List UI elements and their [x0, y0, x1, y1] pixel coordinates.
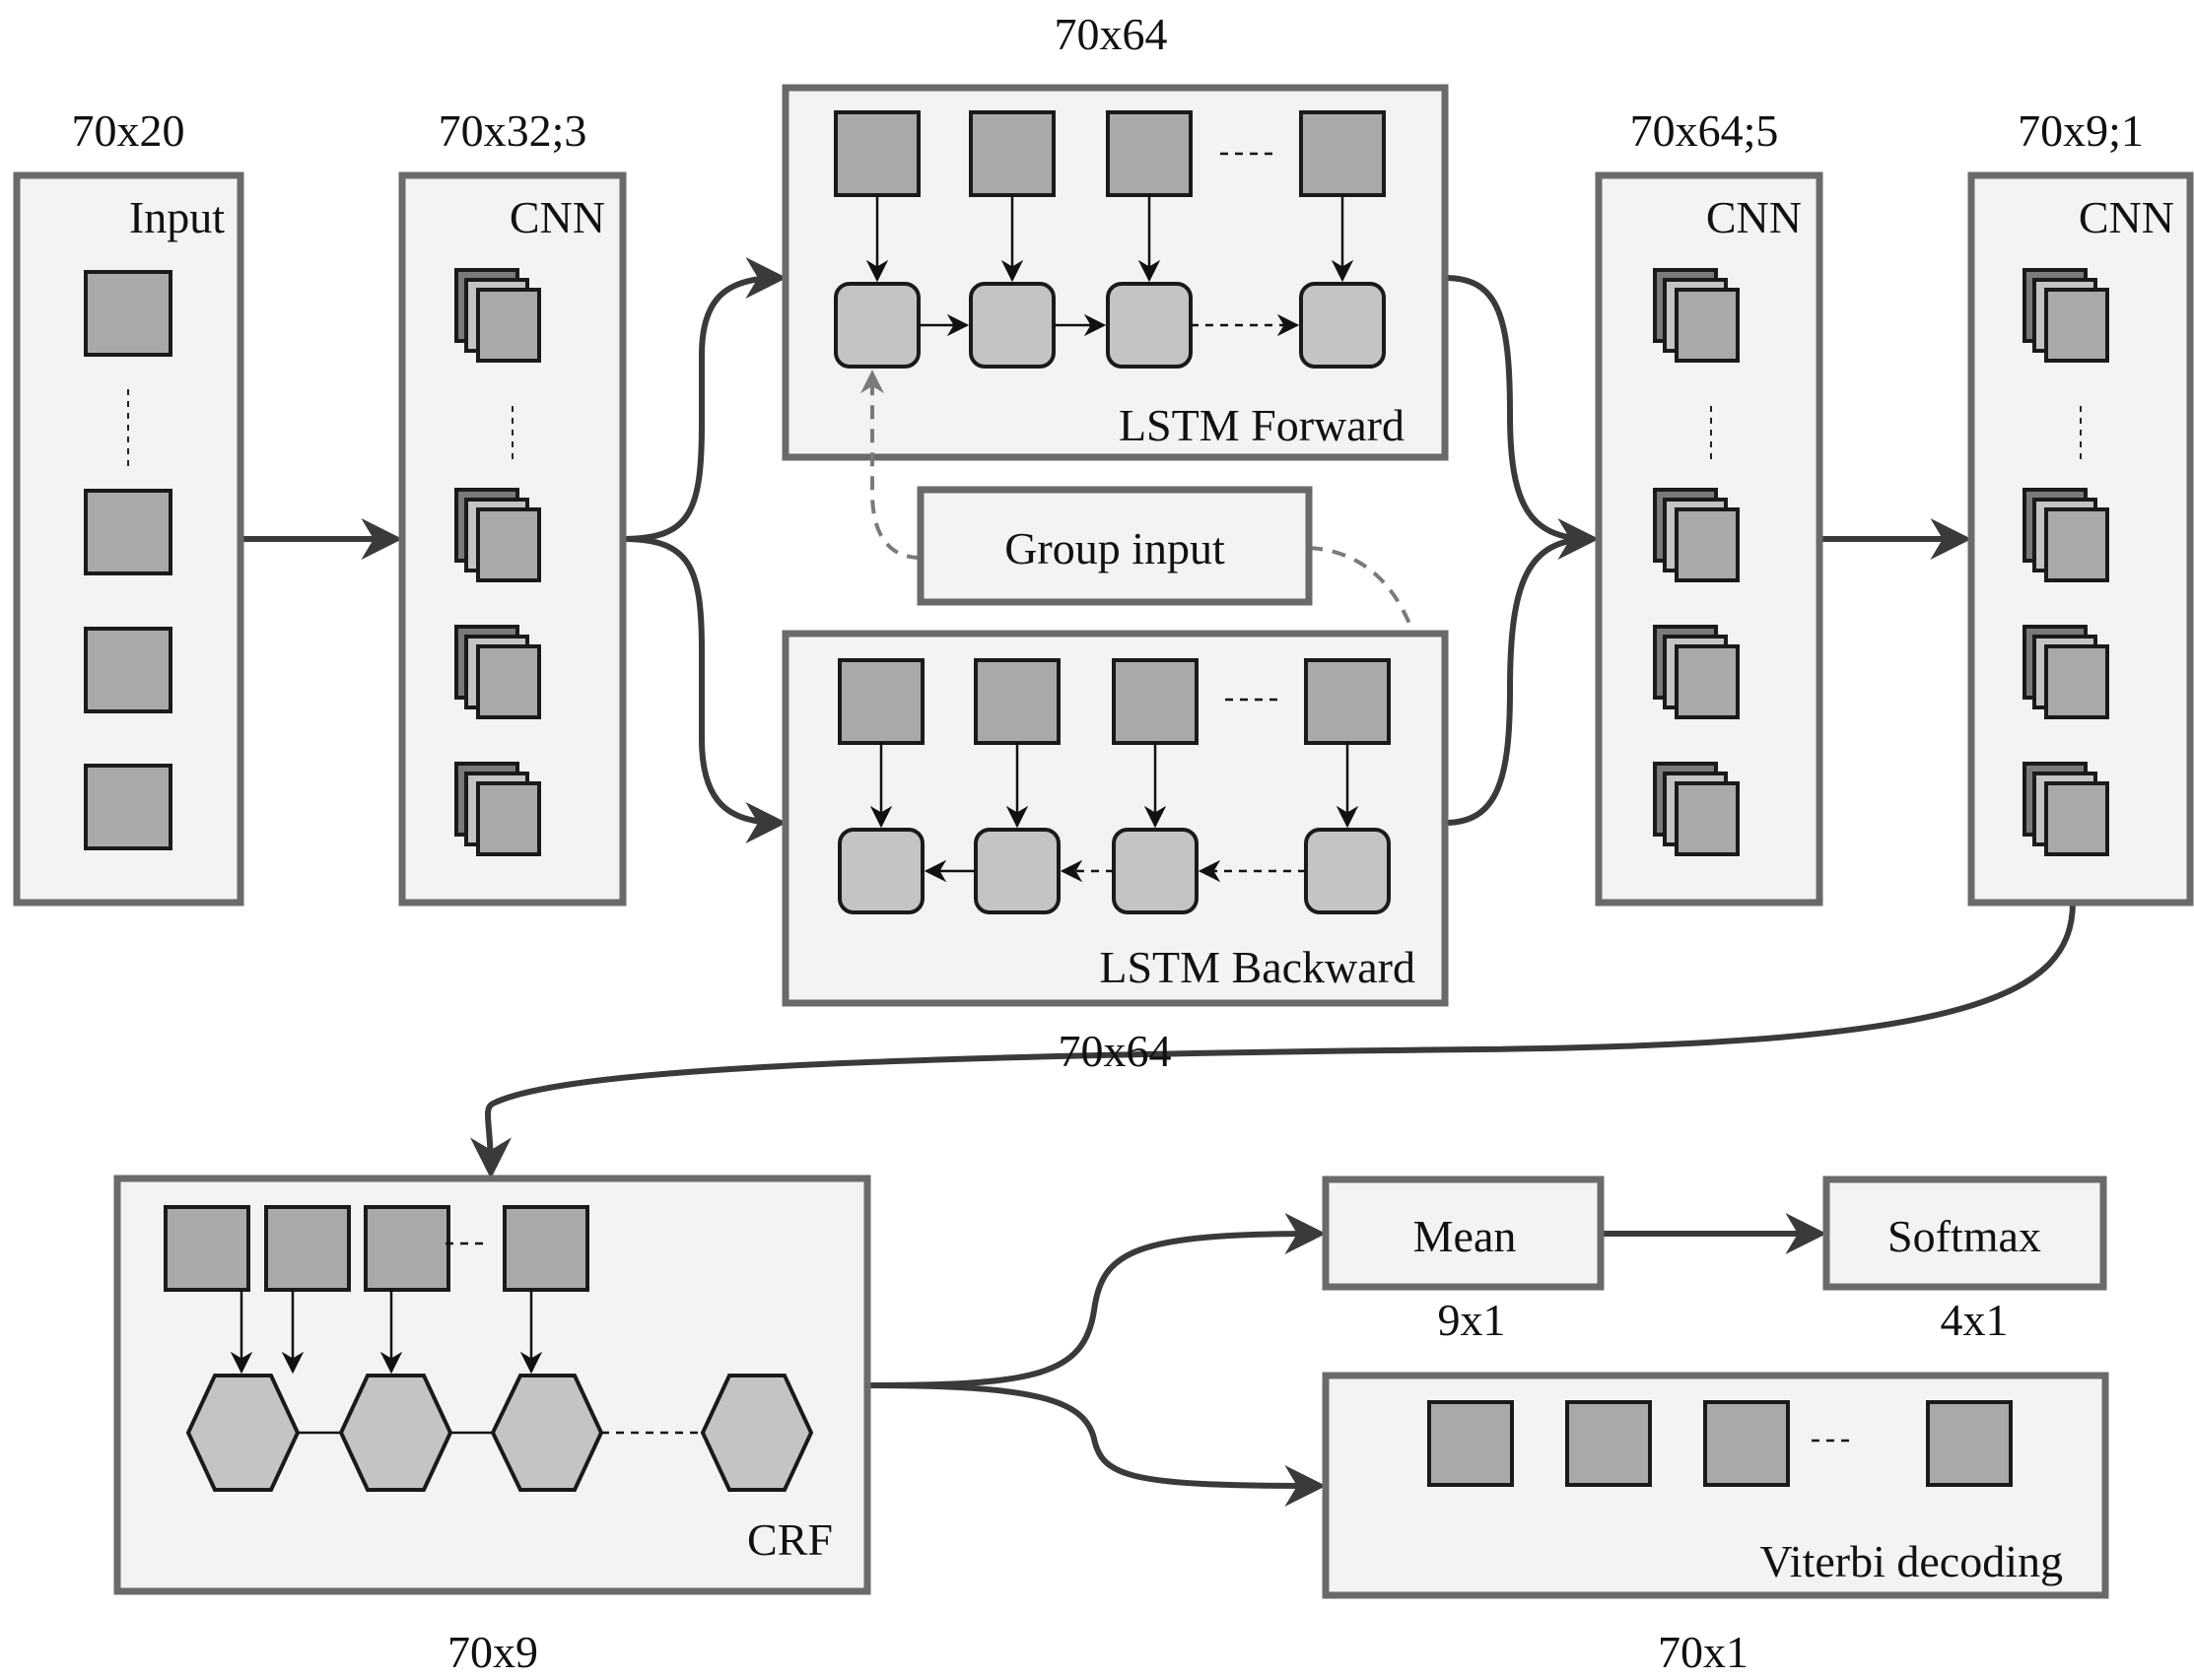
- feature-map-stack: [454, 268, 541, 363]
- lstm-input-cell: [838, 658, 925, 745]
- crf-block: CRF 70x9: [113, 1175, 871, 1677]
- cnn2-shape-label: 70x64;5: [1630, 105, 1779, 156]
- mean-block: Mean 9x1: [1322, 1176, 1605, 1345]
- arrow-cnn3-to-crf: [469, 902, 2076, 1179]
- crf-input-cell: [164, 1205, 250, 1292]
- lstm-backward-shape-label: 70x64: [1059, 1026, 1172, 1076]
- feature-map-stack: [1653, 268, 1740, 363]
- mean-title: Mean: [1413, 1211, 1517, 1261]
- lstm-cell: [969, 282, 1056, 369]
- softmax-box: [1822, 1176, 2107, 1291]
- input-title: Input: [129, 192, 225, 242]
- crf-input-cell: [364, 1205, 450, 1292]
- lstm-cell: [1304, 828, 1391, 914]
- softmax-title: Softmax: [1887, 1211, 2041, 1261]
- feature-map-stack: [454, 762, 541, 856]
- cnn2-title: CNN: [1706, 192, 1802, 242]
- group-input-title: Group input: [1004, 523, 1225, 573]
- lstm-cell: [974, 828, 1061, 914]
- viterbi-block: Viterbi decoding 70x1: [1322, 1372, 2109, 1677]
- arrow-crf-to-mean: [866, 1213, 1327, 1388]
- lstm-forward-block: 70x64 LSTM Forward: [782, 9, 1449, 461]
- output-cell: [1565, 1400, 1652, 1487]
- softmax-block: Softmax 4x1: [1822, 1176, 2107, 1345]
- crf-node: [490, 1374, 604, 1492]
- crf-input-cell: [264, 1205, 351, 1292]
- cnn3-title: CNN: [2079, 192, 2174, 242]
- cnn1-title: CNN: [510, 192, 605, 242]
- feature-map-stack: [1653, 625, 1740, 719]
- crf-node: [700, 1374, 814, 1492]
- input-cell: [84, 627, 172, 713]
- group-input-box: [917, 486, 1313, 606]
- feature-map-stack: [454, 488, 541, 582]
- feature-map-stack: [454, 625, 541, 719]
- arrow-cnn1-to-lstm-backward: [622, 536, 788, 843]
- mean-shape-label: 9x1: [1438, 1295, 1506, 1345]
- crf-title: CRF: [747, 1514, 833, 1565]
- output-cell: [1427, 1400, 1514, 1487]
- input-block: 70x20 Input: [13, 105, 244, 907]
- feature-map-stack: [1653, 488, 1740, 582]
- feature-map-stack: [2023, 268, 2109, 363]
- softmax-shape-label: 4x1: [1941, 1295, 2009, 1345]
- lstm-cell: [1106, 282, 1193, 369]
- feature-map-stack: [2023, 488, 2109, 582]
- crf-node: [185, 1374, 301, 1492]
- crf-node: [338, 1374, 453, 1492]
- lstm-backward-block: LSTM Backward 70x64: [782, 630, 1449, 1076]
- input-cell: [84, 270, 172, 357]
- lstm-cell: [834, 282, 921, 369]
- group-input-block: Group input: [860, 370, 1434, 881]
- cnn3-block: 70x9;1 CNN: [1967, 105, 2194, 907]
- crf-input-cell: [503, 1205, 589, 1292]
- crf-shape-label: 70x9: [447, 1627, 538, 1677]
- input-shape-label: 70x20: [72, 105, 185, 156]
- arrow-lstm-backward-to-cnn2: [1444, 536, 1592, 826]
- feature-map-stack: [1653, 762, 1740, 856]
- lstm-forward-shape-label: 70x64: [1055, 9, 1168, 59]
- mean-box: [1322, 1176, 1605, 1291]
- cnn2-block: 70x64;5 CNN: [1595, 105, 1823, 907]
- lstm-input-cell: [1304, 658, 1391, 745]
- feature-map-stack: [2023, 762, 2109, 856]
- lstm-cell: [838, 828, 925, 914]
- cnn1-shape-label: 70x32;3: [439, 105, 587, 156]
- flow-arrows: [240, 257, 2076, 1507]
- cnn1-block: 70x32;3 CNN: [398, 105, 627, 907]
- arrow-cnn1-to-lstm-forward: [622, 257, 788, 542]
- lstm-backward-title: LSTM Backward: [1099, 942, 1415, 992]
- arrow-lstm-forward-to-cnn2: [1444, 275, 1600, 560]
- lstm-cell: [1112, 828, 1199, 914]
- lstm-input-cell: [969, 110, 1056, 197]
- lstm-input-cell: [1106, 110, 1193, 197]
- viterbi-title: Viterbi decoding: [1759, 1536, 2063, 1586]
- viterbi-shape-label: 70x1: [1658, 1627, 1748, 1677]
- lstm-input-cell: [834, 110, 921, 197]
- lstm-input-cell: [974, 658, 1061, 745]
- group-input-to-forward-arrow: [860, 370, 922, 560]
- output-cell: [1703, 1400, 1790, 1487]
- lstm-forward-title: LSTM Forward: [1119, 400, 1405, 450]
- arrow-crf-to-viterbi: [866, 1382, 1327, 1507]
- output-cell: [1926, 1400, 2013, 1487]
- lstm-cell: [1299, 282, 1386, 369]
- lstm-input-cell: [1112, 658, 1199, 745]
- feature-map-stack: [2023, 625, 2109, 719]
- input-cell: [84, 489, 172, 575]
- lstm-input-cell: [1299, 110, 1386, 197]
- cnn3-shape-label: 70x9;1: [2018, 105, 2144, 156]
- input-cell: [84, 764, 172, 850]
